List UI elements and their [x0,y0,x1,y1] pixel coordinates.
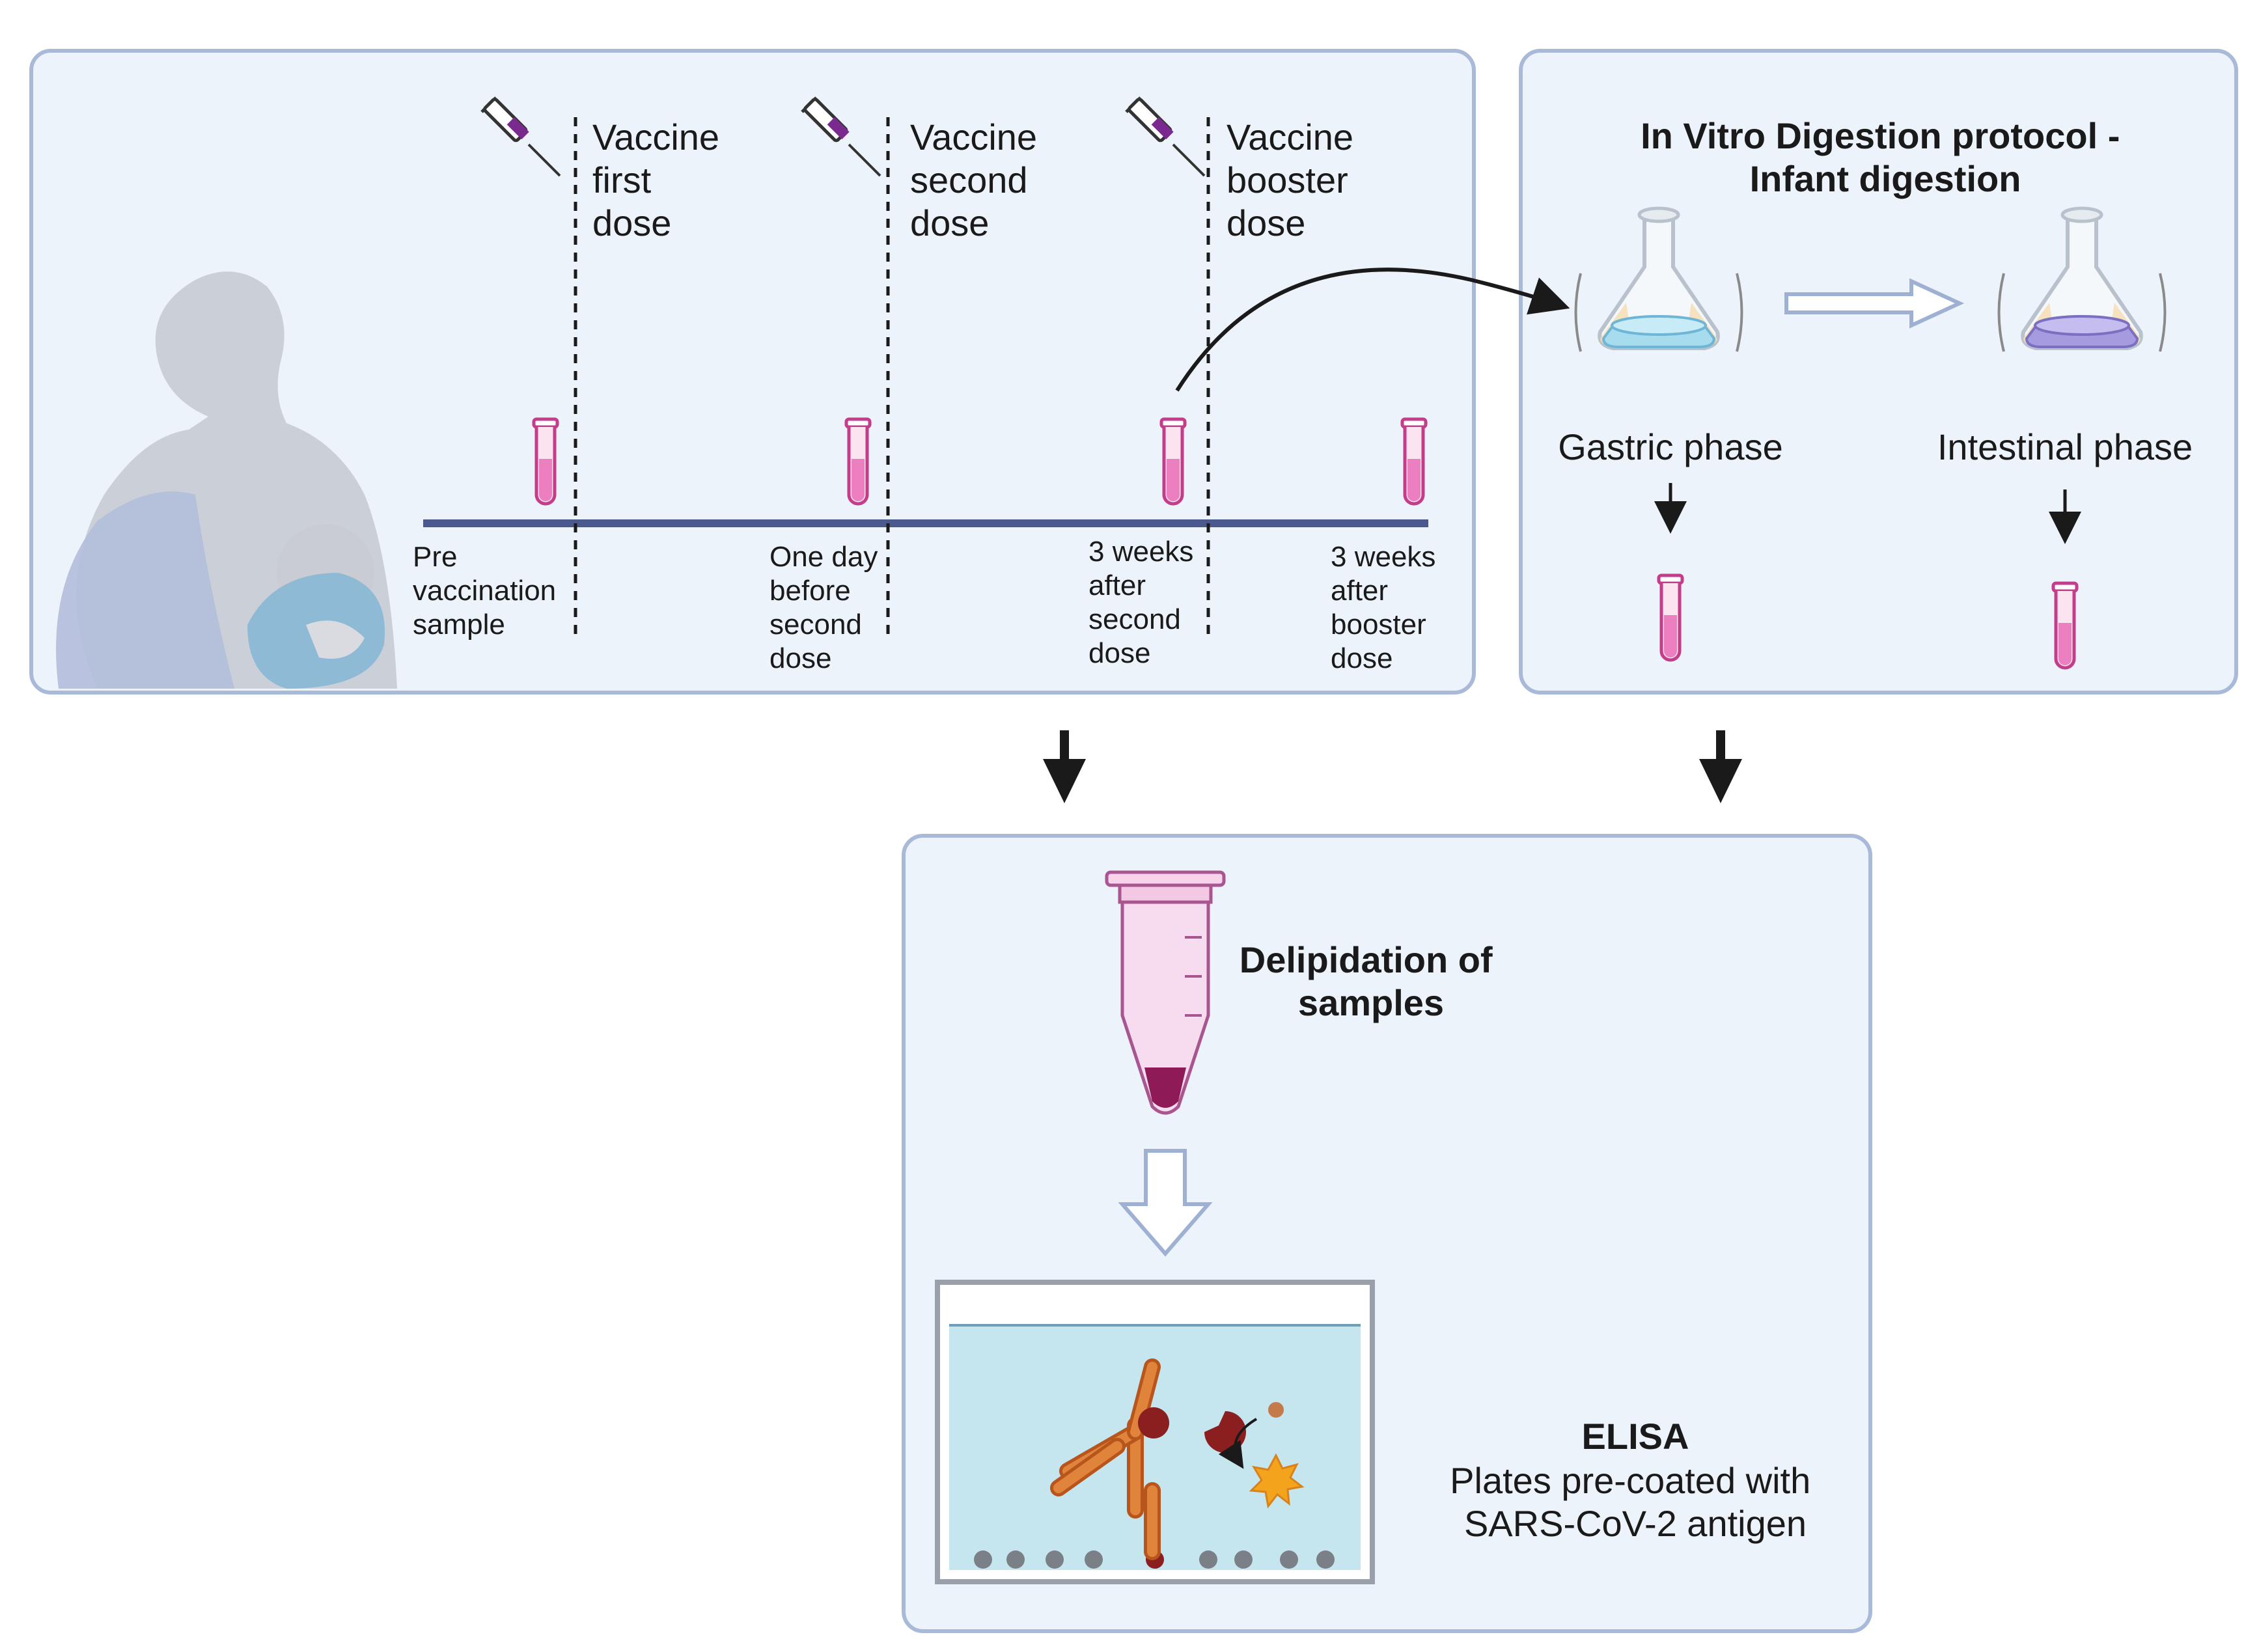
elisa-description: Plates pre-coated with SARS-CoV-2 antige… [1450,1460,1821,1544]
sample-2-label: One day before second dose [769,541,886,674]
dose-2-label: Vaccine second dose [910,117,1047,243]
intestinal-flask-icon [1997,208,2167,352]
milk-sample-tube [1161,419,1185,504]
milk-sample-tube [1402,419,1426,504]
mother-baby-illustration [56,271,398,689]
milk-sample-tube [846,419,870,504]
dose-3-label: Vaccine booster dose [1227,117,1364,243]
sample-to-digestion-arrow [1175,268,1570,392]
elisa-title: ELISA [1582,1416,1689,1457]
sample-1-label: Pre vaccination sample [413,541,564,640]
sample-4-label: 3 weeks after booster dose [1331,541,1444,674]
detection-antibody-icon [1138,1407,1169,1439]
digestion-to-processing-arrow [1699,730,1742,803]
signal-burst-icon [1249,1453,1305,1509]
substrate-icon [1268,1402,1284,1418]
gastric-flask-icon [1574,208,1743,352]
vaccination-to-processing-arrow [1043,730,1086,803]
milk-sample-tube [534,419,557,504]
eppendorf-tube-icon [1105,870,1226,1115]
sample-3-label: 3 weeks after second dose [1088,536,1202,669]
gastric-sample-tube [1659,575,1682,660]
intestinal-phase-label: Intestinal phase [1937,426,2193,467]
vaccination-panel [29,49,1476,695]
digestion-title: In Vitro Digestion protocol - Infant dig… [1641,115,2130,199]
delipidation-to-elisa-arrow [1118,1149,1213,1257]
gastric-phase-label: Gastric phase [1558,426,1783,467]
phase-transition-arrow [1784,278,1965,329]
intestinal-sample-tube [2053,583,2077,668]
substrate-arrow [1218,1418,1258,1469]
dose-1-label: Vaccine first dose [592,117,730,243]
delipidation-label: Delipidation of samples [1240,939,1503,1023]
